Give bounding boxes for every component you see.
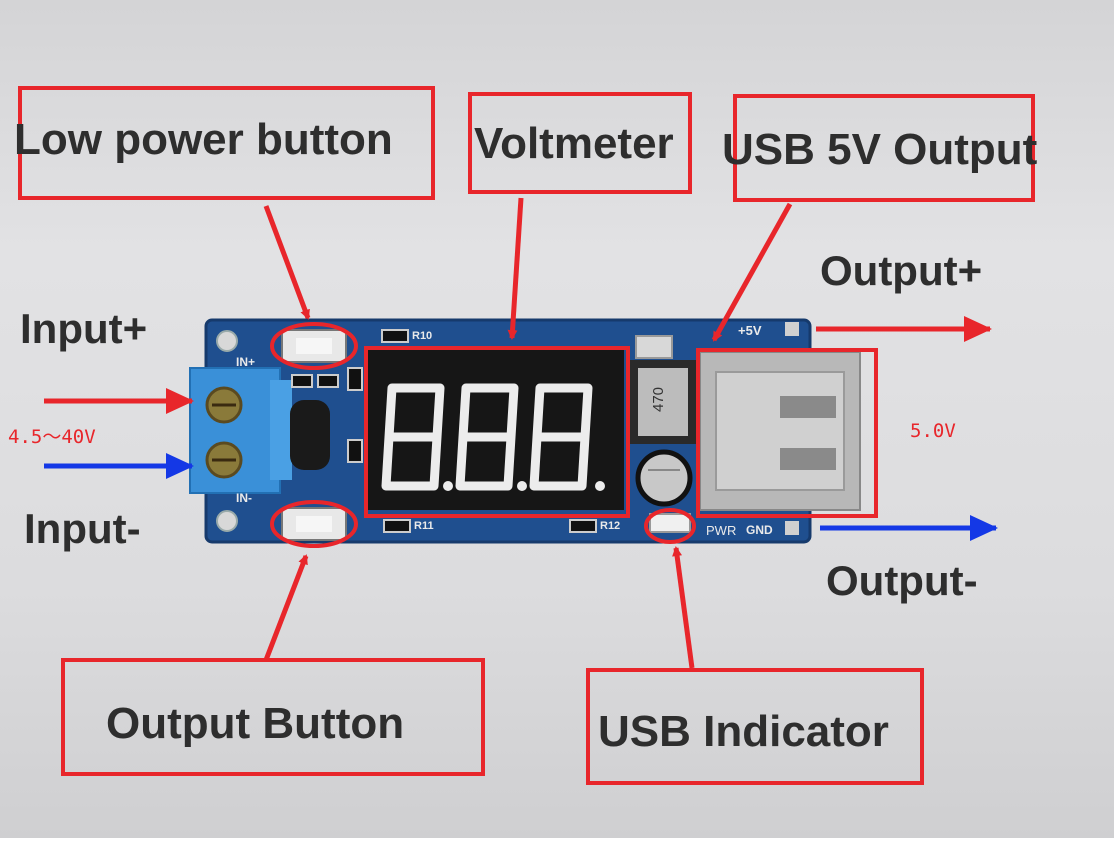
seven-segment-display (368, 350, 624, 510)
callout-boxes (18, 86, 1035, 785)
silk-r10: R10 (412, 330, 433, 342)
label-input-minus: Input- (24, 505, 141, 552)
highlight-low-power-button (270, 322, 358, 370)
callout-output-button: Output Button (106, 699, 405, 748)
label-output-voltage: 5.0V (910, 420, 956, 442)
callout-box-voltmeter (468, 92, 692, 194)
smd-components (291, 329, 691, 533)
callout-box-output-button (61, 658, 485, 776)
highlight-display (364, 346, 630, 518)
highlight-output-button (270, 500, 358, 548)
low-power-button-switch (281, 329, 347, 363)
screw-terminal (189, 367, 292, 494)
arrow-usb-output (711, 202, 793, 342)
label-output-minus: Output- (826, 557, 978, 604)
arrow-output-button (263, 554, 309, 661)
callout-box-usb-indicator (586, 668, 924, 785)
silk-r12: R12 (600, 520, 621, 532)
label-output-plus: Output+ (820, 247, 983, 294)
silk-r11: R11 (414, 520, 434, 532)
callout-usb-output: USB 5V Output (722, 125, 1038, 174)
inductor-code: 470 (650, 386, 668, 413)
usb-port (699, 351, 861, 511)
transistor (290, 400, 330, 470)
highlight-usb-indicator (644, 508, 696, 544)
callout-low-power-button: Low power button (14, 115, 393, 164)
label-input-range: 4.5～40V (8, 426, 96, 448)
callout-voltmeter: Voltmeter (474, 119, 674, 168)
output-button-switch (281, 507, 347, 541)
silk-in-minus: IN- (236, 491, 252, 505)
callout-usb-indicator: USB Indicator (598, 707, 889, 756)
silk-pwr: PWR (706, 523, 737, 538)
silk-gnd: GND (746, 523, 773, 537)
callout-box-usb-output (733, 94, 1035, 202)
arrow-usb-indicator (672, 546, 695, 669)
silk-plus5v: +5V (738, 323, 762, 338)
inductor (630, 360, 696, 444)
arrow-low-power (263, 205, 311, 320)
arrow-voltmeter (507, 197, 524, 340)
pointer-arrows (263, 197, 793, 669)
capacitor (635, 449, 693, 507)
label-input-plus: Input+ (20, 305, 148, 352)
silk-in-plus: IN+ (236, 355, 256, 369)
highlight-usb-port (696, 348, 878, 518)
callout-box-low-power (18, 86, 435, 200)
